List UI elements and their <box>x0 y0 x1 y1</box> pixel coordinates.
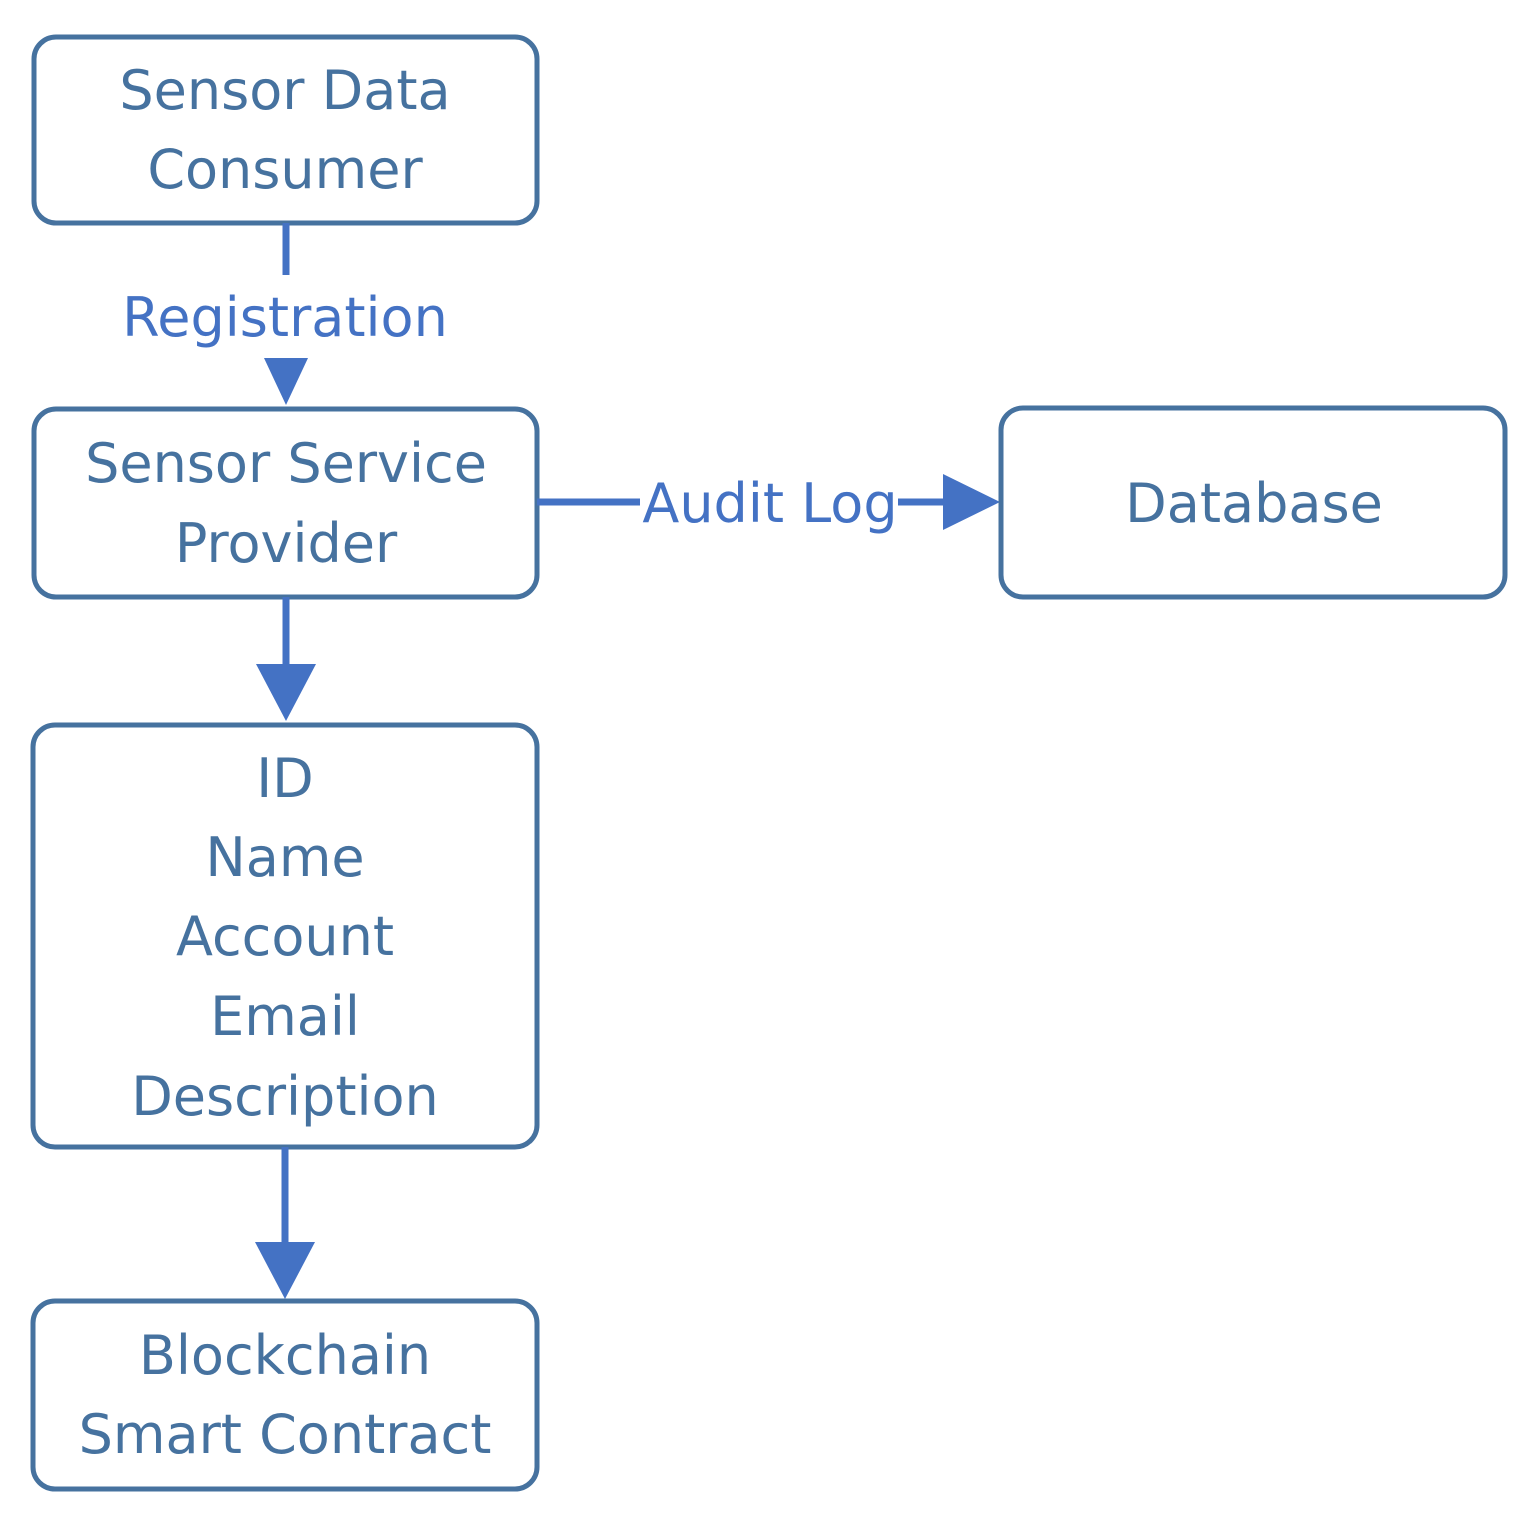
node-sensor-service-provider: Sensor Service Provider <box>31 406 540 600</box>
edge-audit-log: Audit Log <box>537 472 1000 535</box>
node-database: Database <box>998 405 1508 600</box>
edge-audit-log-arrowhead <box>943 474 1000 530</box>
node-database-label: Database <box>1125 472 1383 535</box>
record-field-email: Email <box>210 985 360 1048</box>
edge-registration-arrowhead <box>264 358 308 405</box>
node-blockchain-smart-contract-box <box>30 1298 540 1492</box>
node-blockchain-smart-contract: Blockchain Smart Contract <box>30 1298 540 1492</box>
node-sensor-data-consumer-line2: Consumer <box>147 138 423 201</box>
node-sensor-service-provider-line1: Sensor Service <box>85 432 487 495</box>
edge-registration: Registration <box>122 223 448 405</box>
record-field-description: Description <box>131 1065 439 1128</box>
edge-provider-to-record <box>256 597 316 721</box>
node-database-box <box>998 405 1508 600</box>
node-sensor-data-consumer: Sensor Data Consumer <box>31 34 540 226</box>
edge-registration-label: Registration <box>122 286 448 349</box>
record-field-name: Name <box>205 826 364 889</box>
record-field-id: ID <box>256 747 314 810</box>
node-sensor-data-consumer-line1: Sensor Data <box>119 59 450 122</box>
edge-provider-to-record-arrowhead <box>256 664 316 721</box>
node-record-fields: ID Name Account Email Description <box>30 722 540 1150</box>
record-field-account: Account <box>176 905 394 968</box>
node-blockchain-line2: Smart Contract <box>79 1403 492 1466</box>
edge-audit-log-label: Audit Log <box>642 472 897 535</box>
node-blockchain-line1: Blockchain <box>139 1324 431 1387</box>
edge-record-to-blockchain <box>255 1147 315 1299</box>
node-sensor-service-provider-line2: Provider <box>175 512 398 575</box>
edge-record-to-blockchain-arrowhead <box>255 1242 315 1299</box>
